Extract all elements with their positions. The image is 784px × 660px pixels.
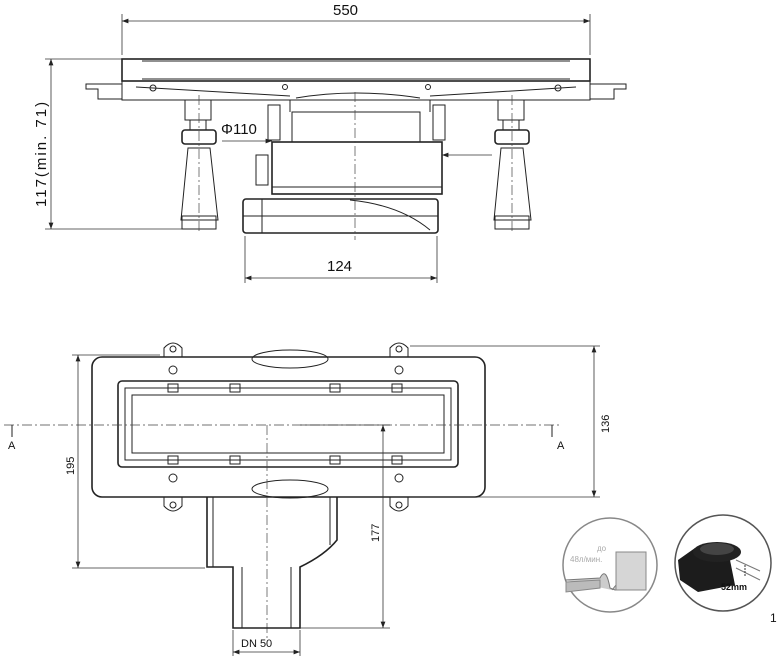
- dim-frame-height-label: 136: [600, 415, 612, 433]
- adjustable-leg-right: [493, 95, 532, 232]
- dim-outlet-dn-label: DN 50: [241, 638, 272, 650]
- dim-height-label: 117(min. 71): [33, 100, 50, 207]
- detail-flow-rate: до 48л/мин.: [562, 517, 658, 613]
- plan-view: A A DN 50 195 136 177: [4, 342, 612, 656]
- flow-label-line1: до: [597, 544, 607, 553]
- section-marker-left: A: [8, 440, 16, 452]
- dim-total-height-label: 195: [65, 457, 77, 475]
- page-marker: 1: [770, 611, 777, 625]
- flow-label-line2: 48л/мин.: [570, 555, 602, 564]
- dim-outlet-depth-label: 177: [370, 524, 382, 542]
- detail-water-seal: 52mm: [674, 514, 772, 612]
- section-marker-right: A: [557, 440, 565, 452]
- adjustable-leg-left: [180, 95, 219, 232]
- section-view: 550 117(min. 71) Φ110: [33, 2, 627, 283]
- dim-width-label: 550: [333, 2, 358, 19]
- mounting-lugs: [163, 342, 409, 512]
- seal-height-label: 52mm: [721, 582, 747, 592]
- dim-pipe-label: Φ110: [221, 121, 257, 138]
- dim-outlet-label: 124: [327, 258, 352, 275]
